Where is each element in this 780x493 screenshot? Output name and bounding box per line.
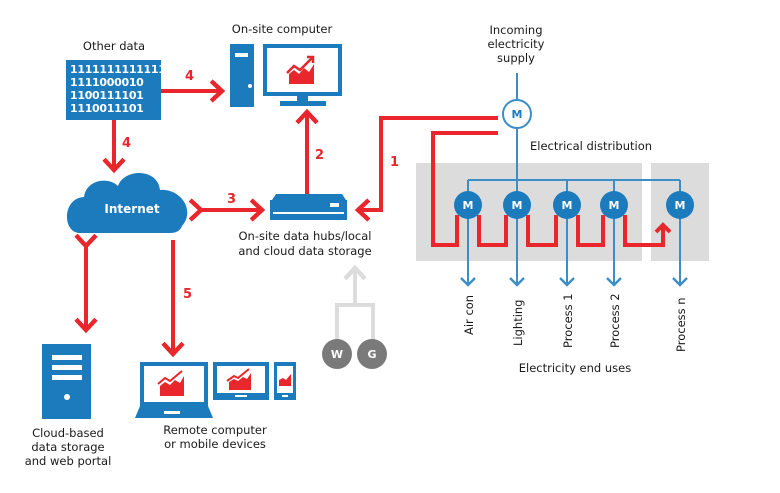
flow-number-2: 2 (315, 148, 324, 163)
main-meter: M (502, 99, 532, 129)
gas-meter: G (357, 339, 387, 369)
onsite-computer-icon (230, 44, 342, 107)
sub-meter-process-n: M (666, 191, 694, 219)
cloud-storage-label-2: data storage (31, 440, 104, 454)
laptop-icon (135, 362, 213, 418)
phone-icon (274, 362, 296, 400)
water-meter: W (322, 339, 352, 369)
end-use-process-2: Process 2 (608, 293, 622, 348)
cloud-storage-label-3: and web portal (25, 454, 112, 468)
svg-text:G: G (367, 348, 376, 361)
other-data-label: Other data (83, 39, 145, 53)
flow-number-4a: 4 (185, 69, 194, 84)
end-use-air-con: Air con (462, 295, 476, 335)
sub-meter-air-con: M (454, 191, 482, 219)
end-use-process-1: Process 1 (561, 293, 575, 348)
flow-number-1: 1 (390, 155, 399, 170)
sub-meter-process-1: M (553, 191, 581, 219)
hub-label-1: On-site data hubs/local (238, 229, 371, 243)
svg-text:M: M (512, 199, 523, 212)
svg-text:1111111111111: 1111111111111 (70, 63, 166, 76)
svg-text:M: M (562, 199, 573, 212)
flow-arrow-1 (358, 116, 498, 210)
cloud-storage-label-1: Cloud-based (32, 426, 104, 440)
flow-number-4b: 4 (122, 136, 131, 151)
svg-text:M: M (675, 199, 686, 212)
end-uses-label: Electricity end uses (519, 361, 631, 375)
end-use-process-n: Process n (674, 297, 688, 352)
svg-text:Internet: Internet (104, 202, 159, 216)
chart-icon (286, 55, 315, 84)
svg-text:W: W (331, 348, 343, 361)
remote-devices-label-1: Remote computer (163, 423, 267, 437)
sensor-feed-lines (335, 268, 375, 345)
svg-text:1100111101: 1100111101 (70, 89, 144, 102)
onsite-computer-label: On-site computer (232, 22, 333, 36)
binary-data-icon: 1111111111111 1111000010 1100111101 1110… (66, 60, 166, 120)
hub-label-2: and cloud data storage (238, 244, 371, 258)
end-use-lighting: Lighting (511, 300, 525, 346)
incoming-supply-label-2: electricity (488, 37, 545, 51)
flow-number-3: 3 (227, 192, 236, 207)
internet-cloud-icon: Internet (66, 172, 188, 233)
incoming-supply-label-1: Incoming (489, 23, 542, 37)
sub-meter-lighting: M (503, 191, 531, 219)
svg-text:1110011101: 1110011101 (70, 102, 144, 115)
electrical-distribution-label: Electrical distribution (530, 139, 652, 153)
sub-meter-process-2: M (600, 191, 628, 219)
svg-text:M: M (463, 199, 474, 212)
cloud-storage-server-icon (42, 344, 91, 419)
svg-text:M: M (512, 108, 523, 121)
remote-devices-label-2: or mobile devices (164, 437, 266, 451)
incoming-supply-label-3: supply (497, 51, 535, 65)
svg-text:M: M (609, 199, 620, 212)
tablet-icon (213, 362, 269, 400)
sensing-loop (431, 131, 665, 247)
svg-text:1111000010: 1111000010 (70, 76, 144, 89)
flow-number-5: 5 (183, 287, 192, 302)
data-hub-icon (270, 194, 347, 220)
